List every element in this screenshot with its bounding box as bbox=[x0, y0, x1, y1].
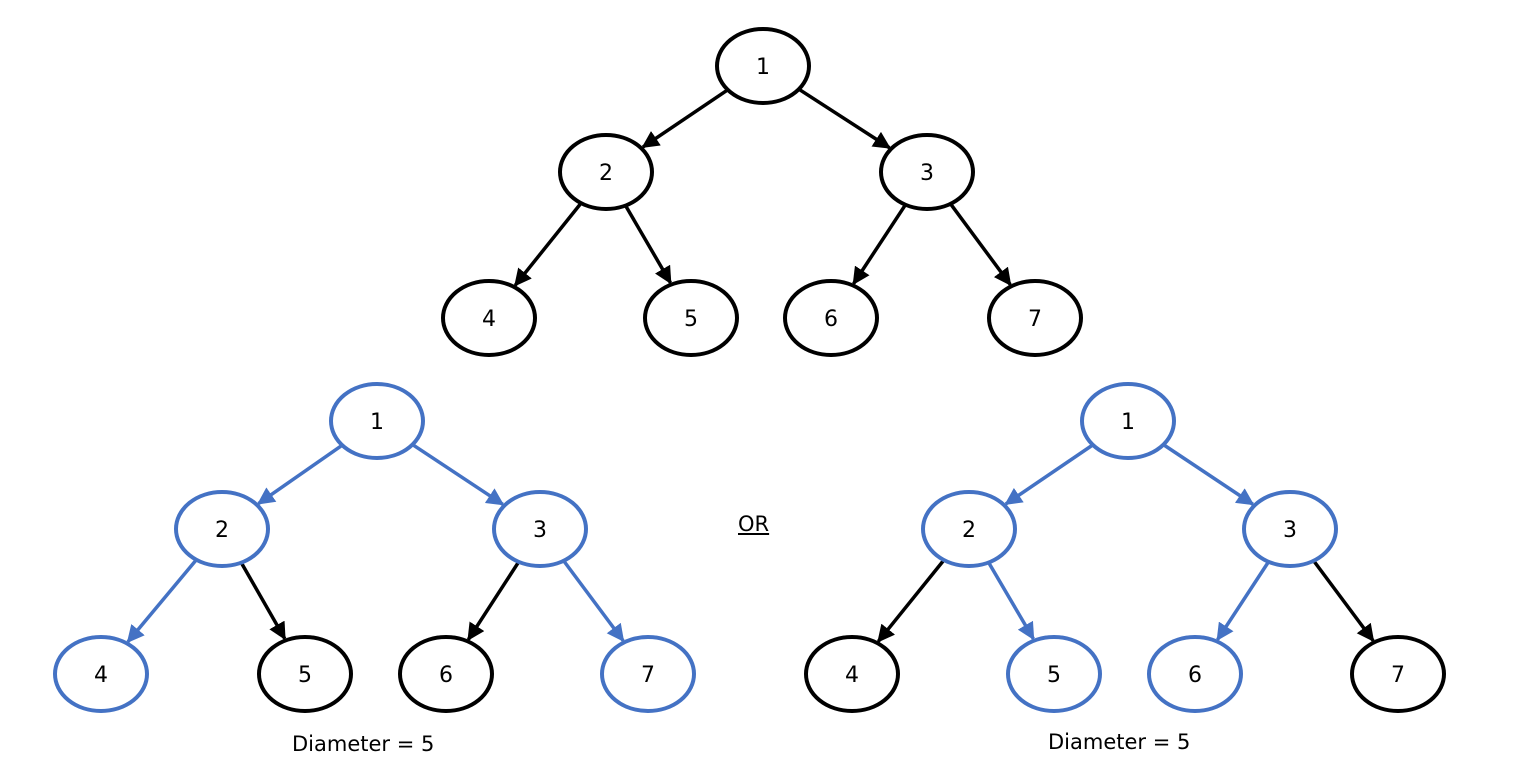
node-label: 7 bbox=[1391, 663, 1405, 688]
edge-3-to-7 bbox=[1312, 559, 1375, 643]
edge-1-to-3 bbox=[797, 87, 891, 150]
node-label: 4 bbox=[94, 663, 108, 688]
node-7: 7 bbox=[987, 279, 1083, 357]
node-label: 6 bbox=[1188, 663, 1202, 688]
edge-2-to-5 bbox=[623, 204, 672, 285]
tree-original: 1 2 3 4 5 6 7 bbox=[441, 27, 1083, 357]
node-1: 1 bbox=[1080, 382, 1176, 460]
node-circle bbox=[1350, 635, 1446, 713]
node-3: 3 bbox=[492, 490, 588, 568]
node-7: 7 bbox=[1350, 635, 1446, 713]
node-3: 3 bbox=[879, 133, 975, 211]
node-7: 7 bbox=[600, 635, 696, 713]
node-circle bbox=[398, 635, 494, 713]
node-circle bbox=[1147, 635, 1243, 713]
node-circle bbox=[1006, 635, 1102, 713]
node-label: 1 bbox=[1121, 410, 1135, 435]
edge-2-to-4 bbox=[876, 558, 946, 643]
diameter-caption-right: Diameter = 5 bbox=[1048, 730, 1191, 754]
node-circle bbox=[492, 490, 588, 568]
edge-3-to-6 bbox=[466, 560, 521, 641]
node-label: 6 bbox=[439, 663, 453, 688]
node-6: 6 bbox=[398, 635, 494, 713]
node-circle bbox=[53, 635, 149, 713]
node-1: 1 bbox=[329, 382, 425, 460]
node-label: 6 bbox=[824, 307, 838, 332]
edge-1-to-2 bbox=[257, 443, 344, 506]
node-5: 5 bbox=[643, 279, 739, 357]
node-label: 4 bbox=[482, 307, 496, 332]
node-circle bbox=[558, 133, 654, 211]
node-circle bbox=[879, 133, 975, 211]
edge-3-to-7 bbox=[562, 559, 625, 643]
node-1: 1 bbox=[715, 27, 811, 105]
node-circle bbox=[1242, 490, 1338, 568]
node-2: 2 bbox=[174, 490, 270, 568]
node-label: 5 bbox=[684, 307, 698, 332]
node-6: 6 bbox=[783, 279, 879, 357]
node-label: 3 bbox=[920, 161, 934, 186]
node-5: 5 bbox=[1006, 635, 1102, 713]
node-circle bbox=[804, 635, 900, 713]
node-label: 5 bbox=[298, 663, 312, 688]
edge-1-to-2 bbox=[1004, 443, 1094, 506]
node-6: 6 bbox=[1147, 635, 1243, 713]
node-label: 7 bbox=[1028, 307, 1042, 332]
node-circle bbox=[329, 382, 425, 460]
node-label: 7 bbox=[641, 663, 655, 688]
edge-2-to-5 bbox=[987, 561, 1035, 641]
node-4: 4 bbox=[441, 279, 537, 357]
node-label: 1 bbox=[370, 410, 384, 435]
tree-diameter-path-4-to-7: 1 2 3 4 5 6 7 bbox=[53, 382, 696, 713]
node-circle bbox=[600, 635, 696, 713]
edge-1-to-3 bbox=[411, 443, 505, 506]
edge-3-to-6 bbox=[852, 203, 907, 286]
node-label: 1 bbox=[756, 55, 770, 80]
edge-3-to-6 bbox=[1216, 560, 1271, 642]
or-separator: OR bbox=[738, 512, 770, 536]
node-label: 3 bbox=[533, 518, 547, 543]
edge-1-to-3 bbox=[1162, 443, 1255, 506]
node-circle bbox=[257, 635, 353, 713]
node-4: 4 bbox=[53, 635, 149, 713]
node-circle bbox=[715, 27, 811, 105]
node-4: 4 bbox=[804, 635, 900, 713]
node-label: 2 bbox=[599, 161, 613, 186]
node-2: 2 bbox=[921, 490, 1017, 568]
node-3: 3 bbox=[1242, 490, 1338, 568]
node-label: 5 bbox=[1047, 663, 1061, 688]
node-circle bbox=[174, 490, 270, 568]
node-label: 3 bbox=[1283, 518, 1297, 543]
node-label: 4 bbox=[845, 663, 859, 688]
edge-2-to-4 bbox=[513, 202, 583, 287]
node-circle bbox=[987, 279, 1083, 357]
node-2: 2 bbox=[558, 133, 654, 211]
node-circle bbox=[441, 279, 537, 357]
edge-2-to-5 bbox=[239, 561, 287, 641]
edge-1-to-2 bbox=[641, 88, 729, 149]
node-circle bbox=[643, 279, 739, 357]
edge-3-to-7 bbox=[949, 202, 1012, 286]
node-label: 2 bbox=[962, 518, 976, 543]
node-label: 2 bbox=[215, 518, 229, 543]
node-circle bbox=[921, 490, 1017, 568]
tree-diameter-path-5-to-6: 1 2 3 4 5 6 7 bbox=[804, 382, 1446, 713]
node-circle bbox=[783, 279, 879, 357]
edge-2-to-4 bbox=[126, 558, 198, 644]
node-5: 5 bbox=[257, 635, 353, 713]
node-circle bbox=[1080, 382, 1176, 460]
diameter-caption-left: Diameter = 5 bbox=[292, 732, 435, 756]
